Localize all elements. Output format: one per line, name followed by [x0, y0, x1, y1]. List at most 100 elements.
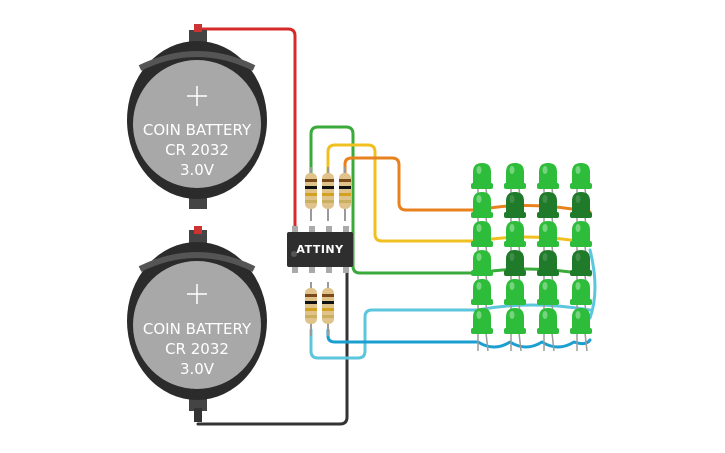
resistor-band — [322, 186, 334, 189]
led-dome — [539, 250, 557, 271]
led-rim — [504, 328, 526, 334]
resistor-top-2[interactable] — [322, 167, 334, 221]
led-r1-c3[interactable] — [537, 163, 559, 207]
led-highlight — [509, 311, 515, 319]
led-rim — [570, 270, 592, 276]
resistor-band — [322, 179, 334, 182]
wire-blue-matrix[interactable] — [476, 338, 592, 349]
resistor-band — [305, 315, 317, 318]
led-rim — [537, 299, 559, 305]
led-r4-c4[interactable] — [570, 250, 592, 294]
battery-terminal-top-tip — [194, 24, 202, 32]
led-dome — [539, 192, 557, 213]
battery-terminal-bottom-tip — [194, 408, 202, 422]
led-r5-c1[interactable] — [471, 279, 493, 323]
led-dome — [572, 250, 590, 271]
wire-green[interactable] — [309, 125, 480, 275]
led-dome — [506, 163, 524, 184]
led-highlight — [509, 195, 515, 203]
resistor-top-1[interactable] — [305, 167, 317, 221]
battery-model-2: CR 2032 — [165, 340, 229, 358]
led-highlight — [575, 224, 581, 232]
led-highlight — [542, 311, 548, 319]
battery-terminal-top — [189, 230, 207, 244]
resistor-band — [305, 308, 317, 311]
chip-pins — [292, 226, 349, 273]
resistor-body — [305, 288, 317, 324]
battery-clip — [138, 51, 256, 71]
led-r2-c4[interactable] — [570, 192, 592, 236]
led-rim — [504, 212, 526, 218]
led-r3-c4[interactable] — [570, 221, 592, 265]
wire-yellow[interactable] — [326, 143, 480, 243]
resistor-body — [322, 173, 334, 209]
led-dome — [473, 163, 491, 184]
led-dome — [473, 279, 491, 300]
battery-model-1: CR 2032 — [165, 141, 229, 159]
resistor-band — [322, 301, 334, 304]
led-dome — [572, 192, 590, 213]
coin-battery-2[interactable]: COIN BATTERY CR 2032 3.0V — [127, 226, 267, 422]
led-highlight — [575, 282, 581, 290]
led-rim — [504, 241, 526, 247]
resistor-bottom-1[interactable] — [305, 282, 317, 336]
resistor-band — [339, 193, 351, 196]
wire-blue[interactable] — [326, 328, 480, 344]
chip-body — [287, 232, 353, 267]
led-r4-c2[interactable] — [504, 250, 526, 294]
resistor-band — [322, 200, 334, 203]
led-highlight — [575, 253, 581, 261]
led-dome — [473, 192, 491, 213]
resistor-bottom-2[interactable] — [322, 282, 334, 336]
led-highlight — [542, 195, 548, 203]
led-rim — [471, 299, 493, 305]
led-rim — [471, 270, 493, 276]
wire-orange[interactable] — [343, 156, 480, 212]
resistor-band — [305, 294, 317, 297]
resistors-top — [305, 167, 351, 221]
led-r6-c2[interactable] — [504, 308, 526, 352]
led-r3-c1[interactable] — [471, 221, 493, 265]
battery-voltage-1: 3.0V — [180, 161, 215, 179]
resistor-band — [322, 294, 334, 297]
led-rim — [504, 183, 526, 189]
resistor-band — [339, 200, 351, 203]
resistors-bottom — [305, 282, 334, 336]
led-rim — [537, 212, 559, 218]
led-rim — [471, 241, 493, 247]
led-r6-c4[interactable] — [570, 308, 592, 352]
led-r6-c1[interactable] — [471, 308, 493, 352]
led-rim — [537, 328, 559, 334]
led-highlight — [476, 282, 482, 290]
attiny-chip[interactable]: ATTINY — [287, 226, 353, 273]
led-dome — [473, 308, 491, 329]
led-rim — [537, 270, 559, 276]
led-leg — [584, 332, 588, 352]
led-dome — [506, 192, 524, 213]
led-dome — [506, 279, 524, 300]
resistor-band — [305, 193, 317, 196]
led-r2-c3[interactable] — [537, 192, 559, 236]
chip-notch — [291, 251, 297, 257]
wire-black[interactable] — [196, 266, 349, 426]
battery-voltage-2: 3.0V — [180, 360, 215, 378]
resistor-band — [322, 308, 334, 311]
led-matrix — [471, 163, 592, 352]
led-highlight — [542, 224, 548, 232]
led-r6-c3[interactable] — [537, 308, 559, 352]
battery-clip — [138, 252, 256, 272]
resistor-band — [322, 193, 334, 196]
led-dome — [506, 221, 524, 242]
resistor-band — [305, 186, 317, 189]
wire-red[interactable] — [198, 27, 297, 230]
led-r2-c2[interactable] — [504, 192, 526, 236]
led-rim — [537, 183, 559, 189]
resistor-top-3[interactable] — [339, 167, 351, 221]
led-leg — [485, 332, 489, 352]
resistor-band — [339, 179, 351, 182]
resistor-body — [339, 173, 351, 209]
coin-battery-1[interactable]: COIN BATTERY CR 2032 3.0V — [127, 24, 267, 209]
plus-icon — [187, 86, 207, 106]
wire-lightblue[interactable] — [309, 308, 480, 360]
led-rim — [504, 270, 526, 276]
